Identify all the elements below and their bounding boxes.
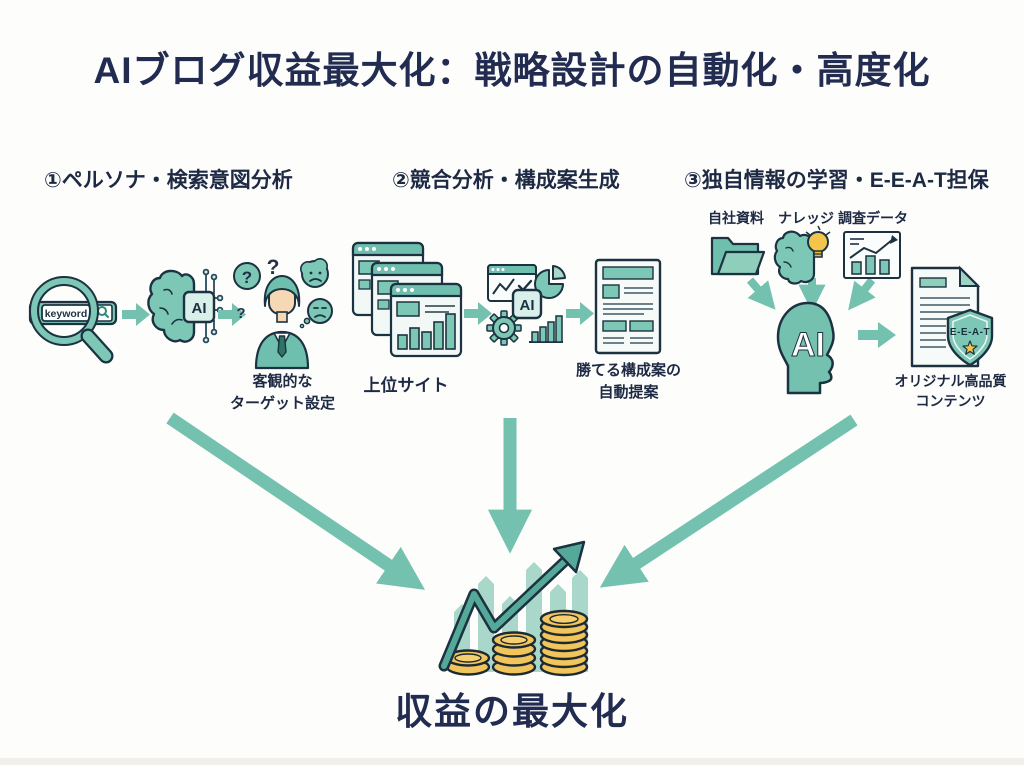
heading-original-info: ③独自情報の学習・E-E-A-T担保: [684, 169, 989, 192]
ai-head-label: AI: [791, 326, 825, 364]
folder-icon: [710, 236, 766, 276]
converge-arrow-data: [848, 277, 876, 311]
coin-stack-large: [539, 609, 589, 677]
step-arrow-icon: [858, 322, 896, 348]
step-arrow-icon: [122, 303, 150, 326]
ai-analysis-cluster-icon: AI: [486, 264, 566, 346]
question-mark: ?: [242, 268, 252, 287]
growth-trend-arrow: [438, 540, 586, 672]
eeat-badge-label: E-E-A-T: [950, 327, 990, 338]
ai-chip-label: AI: [520, 297, 535, 314]
label-company-docs: 自社資料: [708, 210, 764, 226]
bottom-edge-band: [0, 758, 1024, 765]
knowledge-brain-bulb-icon: [773, 225, 831, 285]
coin-stack-small: [445, 649, 491, 676]
label-research-data: 調査データ: [838, 210, 908, 226]
outline-document-icon: [594, 258, 662, 355]
ai-chip-label: AI: [192, 300, 207, 317]
page-title: AIブログ収益最大化：戦略設計の自動化・高度化: [93, 50, 931, 91]
caption-top-sites: 上位サイト: [363, 376, 449, 395]
step-arrow-icon: [566, 302, 594, 325]
browser-window-front: [389, 282, 463, 358]
eeat-document-icon: E-E-A-T: [910, 265, 994, 368]
step-arrow-icon: [218, 303, 246, 326]
top-sites-windows-icon: [351, 241, 463, 358]
revenue-growth-icon: [438, 540, 589, 677]
annoyed-bubble-icon: [299, 298, 333, 329]
research-chart-icon: [843, 231, 901, 279]
caption-objective-targeting: 客観的な ターゲット設定: [229, 373, 335, 412]
keyword-search-icon: keyword: [28, 276, 118, 364]
worried-cloud-icon: [300, 258, 329, 288]
gear-icon: [486, 310, 522, 346]
heading-persona-analysis: ①ペルソナ・検索意図分析: [44, 169, 293, 192]
big-arrow-left: [166, 412, 426, 590]
converge-arrow-folder: [746, 277, 776, 310]
confused-persona-icon: ? ? ?: [233, 256, 333, 370]
step-arrow-icon: [464, 302, 492, 325]
heading-competitor-analysis: ②競合分析・構成案生成: [392, 169, 620, 192]
persona-figure: [254, 275, 310, 370]
ai-brain-icon: AI: [147, 268, 224, 344]
question-mark: ?: [267, 256, 280, 279]
ai-head-icon: AI: [776, 301, 835, 395]
big-arrow-right: [599, 414, 858, 588]
rising-bars-icon: [529, 315, 563, 343]
question-mark: ?: [236, 305, 245, 322]
label-knowledge: ナレッジ: [778, 210, 834, 226]
eeat-shield-icon: E-E-A-T: [946, 308, 994, 367]
caption-winning-outline: 勝てる構成案の 自動提案: [575, 362, 681, 401]
bar-chart-glyph: [397, 313, 456, 350]
coin-stacks: [445, 609, 589, 677]
coin-stack-medium: [491, 631, 537, 676]
caption-original-content: オリジナル高品質 コンテンツ: [894, 373, 1007, 410]
keyword-text: keyword: [45, 308, 88, 320]
lightbulb-icon: [805, 225, 831, 258]
outcome-label: 収益の最大化: [395, 691, 629, 732]
